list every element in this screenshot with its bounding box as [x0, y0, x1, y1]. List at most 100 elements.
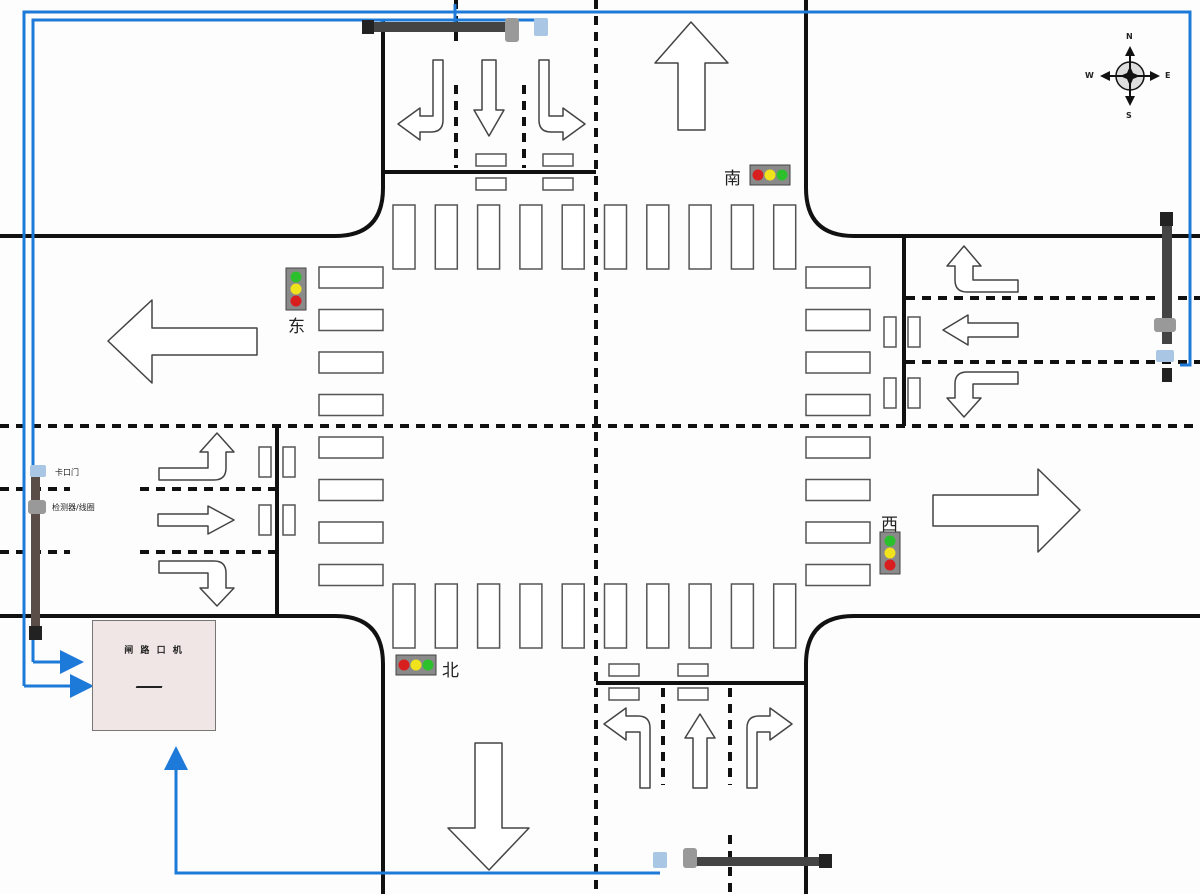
loop-right — [907, 377, 921, 409]
signal-controller[interactable]: 闸 路 口 机 — [92, 620, 216, 731]
compass-label-west: W — [1085, 71, 1094, 80]
sensor-label-camera: 卡口门 — [55, 468, 79, 477]
curb-bottom-right — [804, 614, 1200, 894]
crosswalk-stripe-top — [772, 204, 797, 270]
loop-top — [475, 153, 507, 167]
lamp-green — [422, 659, 434, 671]
crosswalk-stripe-right — [805, 393, 871, 417]
lane-arrows — [107, 21, 1081, 871]
exit-arrow-east — [932, 468, 1081, 553]
compass-arrow-n — [1125, 46, 1135, 56]
curb-top-right — [804, 0, 1200, 238]
traffic-light-south — [749, 164, 791, 186]
crosswalk-stripe-right — [805, 563, 871, 587]
pole-top-arm — [363, 22, 513, 32]
traffic-light-west — [879, 531, 901, 575]
crosswalk-stripe-bottom — [561, 583, 585, 649]
camera-top — [505, 18, 519, 42]
crosswalk-stripe-left — [318, 266, 384, 289]
crosswalk-stripe-right — [805, 351, 871, 374]
crosswalk-stripe-top — [476, 204, 501, 270]
compass-label-north: N — [1126, 32, 1133, 41]
traffic-lights — [285, 164, 901, 676]
crosswalk-stripe-left — [318, 308, 384, 332]
pole-right-arm — [1162, 214, 1172, 344]
camera-left — [28, 500, 46, 514]
crosswalk-stripe-top — [392, 204, 416, 270]
arrow-right-right-turn — [946, 245, 1019, 293]
lamp-green — [290, 271, 302, 283]
cable-from-bottom — [164, 746, 660, 875]
crosswalk-stripe-top — [603, 204, 628, 270]
arrow-left-right-turn — [158, 560, 235, 607]
crosswalk-stripe-left — [318, 436, 384, 459]
arrow-top-right-turn — [538, 59, 586, 141]
loop-bottom — [677, 663, 709, 677]
detector-top — [534, 18, 548, 36]
pole-bottom-base — [819, 854, 832, 868]
loop-left — [282, 504, 296, 536]
loop-left — [258, 504, 272, 536]
loop-left — [282, 446, 296, 478]
lamp-yellow — [764, 169, 776, 181]
detector-bottom — [653, 852, 667, 868]
pole-right-foot — [1162, 368, 1172, 382]
label-south: 南 — [724, 169, 741, 189]
arrow-top-straight — [473, 59, 505, 137]
crosswalk-stripe-bottom — [646, 583, 670, 649]
loop-top — [542, 153, 574, 167]
lamp-green — [776, 169, 788, 181]
crosswalk-stripe-right — [805, 521, 871, 544]
exit-arrow-south — [447, 742, 530, 871]
camera-right — [1154, 318, 1176, 332]
detector-loops — [258, 153, 921, 701]
controller-title: 闸 路 口 机 — [124, 646, 184, 656]
crosswalk-stripe-bottom — [519, 583, 543, 649]
loop-right — [883, 377, 897, 409]
lamp-red — [884, 559, 896, 571]
crosswalk-stripe-left — [318, 393, 384, 417]
pole-bottom-arm — [690, 857, 830, 866]
arrow-left-straight — [157, 505, 235, 535]
signal-cables — [22, 4, 1192, 875]
cable-outer — [22, 10, 1192, 686]
lamp-yellow — [290, 283, 302, 295]
signal-poles — [28, 18, 1176, 868]
loop-left — [258, 446, 272, 478]
loop-top — [542, 177, 574, 191]
loop-bottom — [608, 687, 640, 701]
pole-left-arm — [31, 470, 40, 630]
label-north: 北 — [442, 661, 459, 681]
crosswalk-stripe-top — [688, 204, 712, 270]
lamp-red — [752, 169, 764, 181]
crosswalk-stripe-bottom — [688, 583, 712, 649]
traffic-light-north — [395, 654, 437, 676]
compass-rose — [1100, 46, 1160, 106]
crosswalk-stripe-bottom — [603, 583, 628, 649]
label-east: 东 — [288, 317, 305, 337]
lamp-red — [398, 659, 410, 671]
camera-bottom — [683, 848, 697, 868]
crosswalk-stripe-top — [519, 204, 543, 270]
loop-right — [883, 316, 897, 348]
lamp-red — [290, 295, 302, 307]
crosswalk-stripe-left — [318, 478, 384, 502]
detector-left — [30, 465, 46, 477]
crosswalk-stripe-bottom — [392, 583, 416, 649]
crosswalk-stripe-bottom — [730, 583, 755, 649]
loop-top — [475, 177, 507, 191]
compass-label-south: S — [1126, 111, 1132, 120]
crosswalk-stripe-bottom — [434, 583, 459, 649]
crosswalk-stripe-bottom — [772, 583, 797, 649]
pole-top-base — [362, 20, 374, 34]
label-west: 西 — [881, 515, 898, 535]
arrow-right-left-turn — [946, 371, 1019, 418]
controller-icon — [135, 681, 165, 688]
compass-arrow-e — [1150, 71, 1160, 81]
crosswalk-stripe-right — [805, 308, 871, 332]
compass-star — [1120, 66, 1140, 86]
loop-bottom — [677, 687, 709, 701]
curb-top-left — [0, 20, 385, 238]
